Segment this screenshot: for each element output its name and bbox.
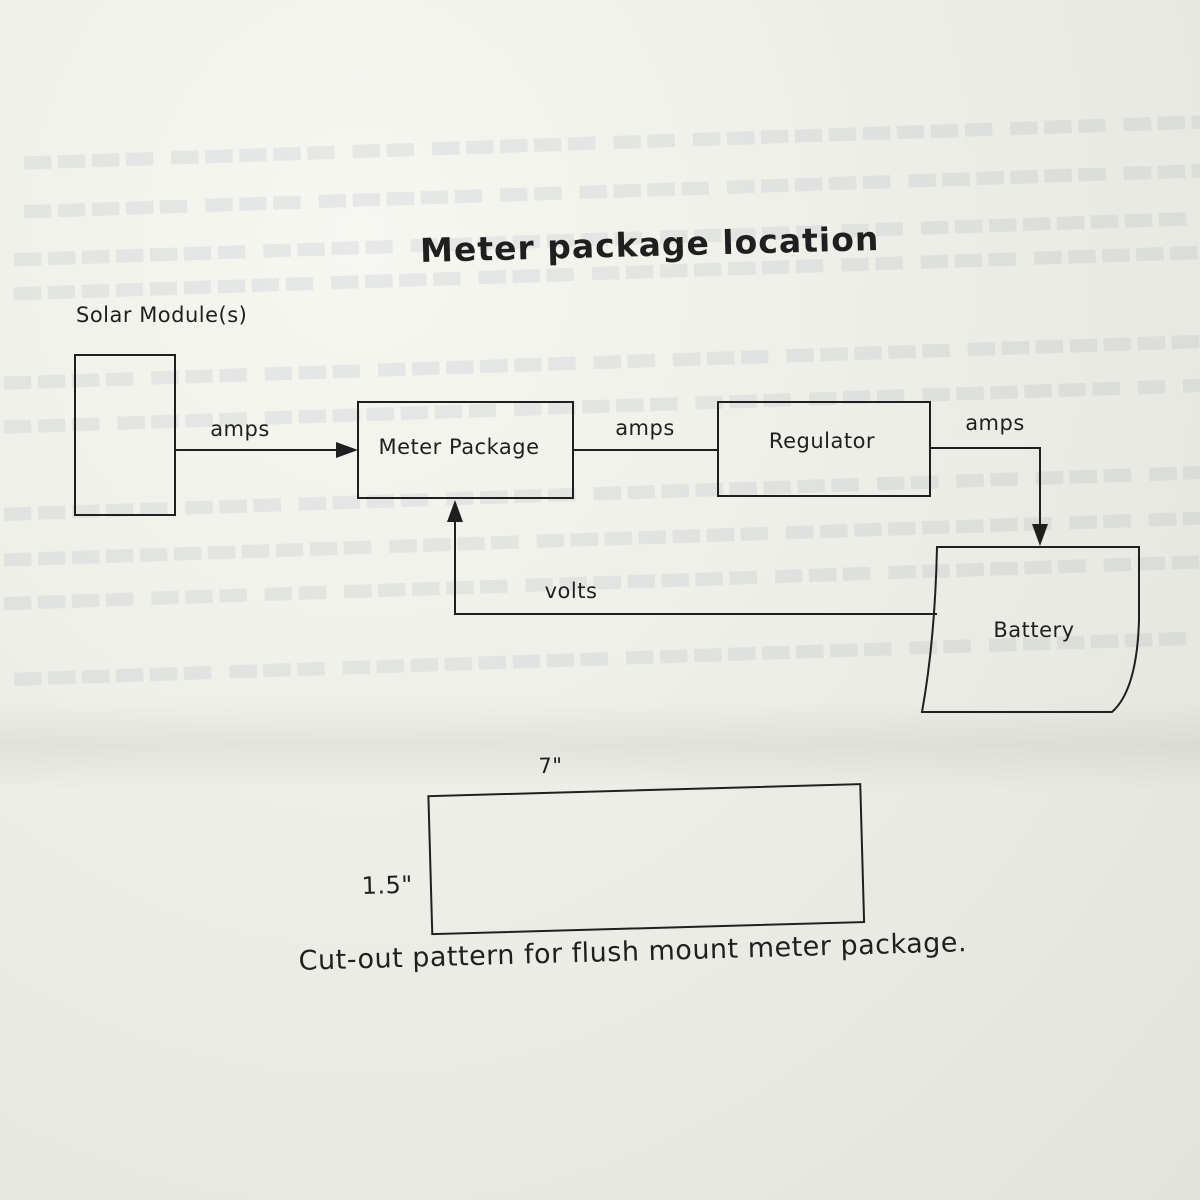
solar-module-label: Solar Module(s) bbox=[76, 303, 247, 327]
meter-to-regulator-label: amps bbox=[615, 416, 675, 440]
battery-box bbox=[920, 546, 1140, 713]
regulator-to-battery-arrowhead bbox=[1032, 524, 1048, 546]
regulator-to-battery-wire bbox=[930, 447, 1041, 528]
meter-package-label: Meter Package bbox=[378, 435, 539, 459]
battery-to-meter-label: volts bbox=[545, 579, 598, 603]
battery-to-meter-arrowhead bbox=[447, 500, 463, 522]
cutout-rectangle bbox=[427, 783, 866, 936]
regulator-to-battery-label: amps bbox=[965, 411, 1025, 435]
regulator-label: Regulator bbox=[769, 429, 875, 453]
battery-to-meter-wire bbox=[454, 518, 937, 615]
battery-label: Battery bbox=[993, 618, 1074, 642]
cutout-height-label: 1.5" bbox=[361, 871, 413, 900]
diagram-title: Meter package location bbox=[420, 219, 880, 270]
solar-to-meter-label: amps bbox=[210, 417, 270, 441]
solar-module-box bbox=[74, 354, 176, 516]
solar-to-meter-arrowhead bbox=[336, 442, 358, 458]
cutout-pattern: 7" 1.5" Cut-out pattern for flush mount … bbox=[298, 753, 967, 977]
cutout-width-label: 7" bbox=[538, 753, 563, 778]
cutout-caption: Cut-out pattern for flush mount meter pa… bbox=[298, 927, 967, 977]
